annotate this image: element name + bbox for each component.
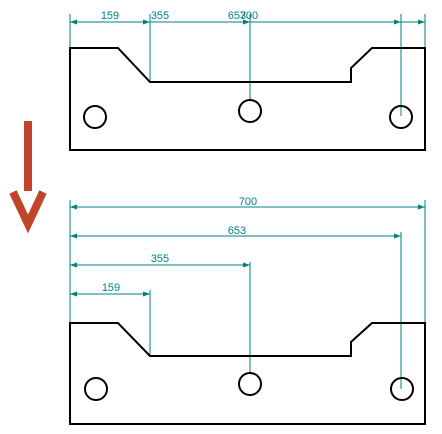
bottom-arrow-653-start — [70, 233, 77, 239]
top-dim-label-159: 159 — [101, 10, 119, 22]
bottom-hole-center — [238, 372, 262, 396]
bottom-baseline-dimensions: 700 653 355 159 — [69, 196, 426, 389]
bottom-arrow-355-end — [243, 262, 250, 268]
down-arrow-icon — [9, 121, 47, 234]
top-part-outline — [69, 47, 426, 151]
top-arrow-355 — [243, 19, 250, 25]
bottom-arrow-159-end — [143, 291, 150, 297]
bottom-arrow-700-end — [418, 204, 425, 210]
top-arrow-653 — [394, 19, 401, 25]
top-hole-center — [238, 99, 262, 123]
top-arrow-origin — [70, 19, 77, 25]
down-arrow-head — [9, 190, 47, 234]
bottom-part — [69, 322, 426, 425]
bottom-dim-label-159: 159 — [102, 282, 120, 294]
top-hole-right — [389, 105, 413, 129]
bottom-dim-label-700: 700 — [239, 196, 257, 208]
bottom-arrow-700-start — [70, 204, 77, 210]
bottom-view: 700 653 355 159 — [69, 196, 426, 425]
bottom-hole-right — [390, 377, 414, 401]
top-arrow-700 — [418, 19, 425, 25]
top-dim-label-700: 700 — [240, 10, 258, 22]
down-arrow-shaft — [24, 121, 32, 191]
bottom-arrow-653-end — [394, 233, 401, 239]
bottom-dim-label-653: 653 — [228, 225, 246, 237]
top-view: 159 355 653 700 — [69, 10, 426, 151]
top-part — [69, 47, 426, 151]
bottom-arrow-159-start — [70, 291, 77, 297]
bottom-dim-label-355: 355 — [151, 253, 169, 265]
top-ordinate-dimensions: 159 355 653 700 — [69, 10, 426, 116]
bottom-part-outline — [69, 322, 426, 425]
top-dim-label-653: 653 — [228, 10, 246, 22]
bottom-hole-left — [84, 377, 108, 401]
bottom-arrow-355-start — [70, 262, 77, 268]
top-arrow-159 — [143, 19, 150, 25]
top-dim-label-355: 355 — [151, 10, 169, 22]
top-hole-left — [83, 105, 107, 129]
